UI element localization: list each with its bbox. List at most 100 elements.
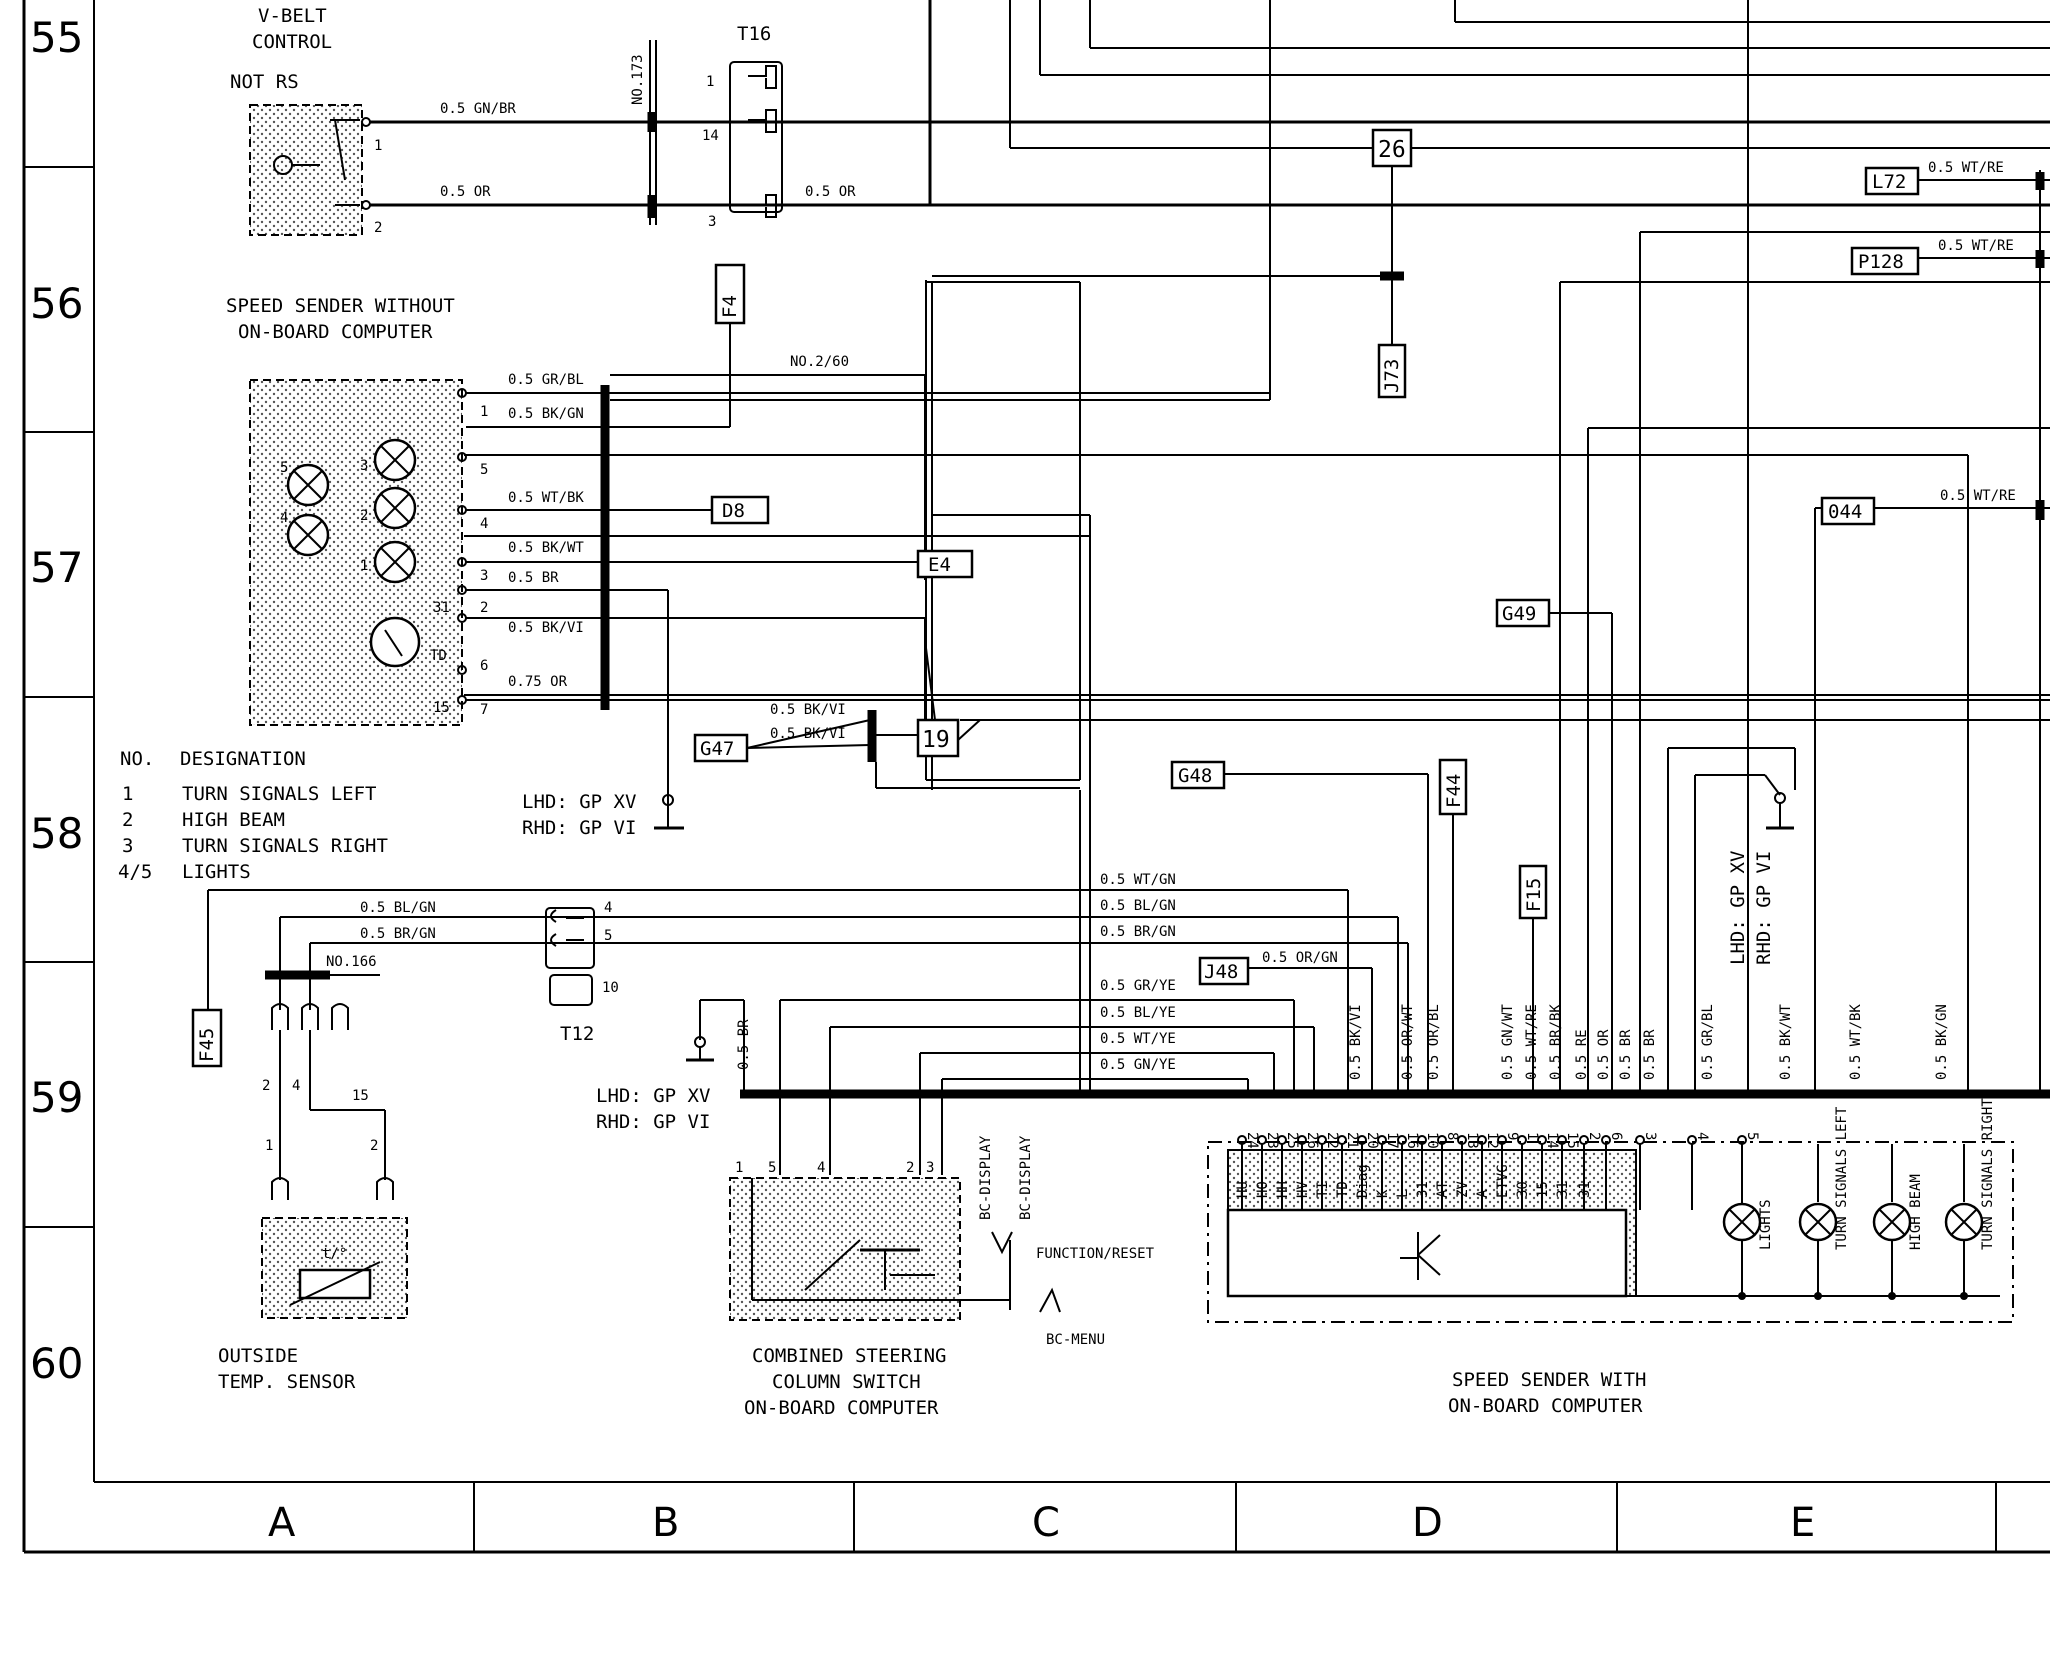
pin-label: HO — [1255, 1181, 1271, 1198]
svg-text:2: 2 — [370, 1138, 378, 1154]
lhd-label-2: LHD: GP XV — [596, 1085, 710, 1107]
speed-sender-without-obc: SPEED SENDER WITHOUT ON-BOARD COMPUTER T… — [226, 295, 488, 726]
svg-text:J73: J73 — [1381, 359, 1403, 393]
vbelt-control: V-BELT CONTROL NOT RS 1 2 — [230, 5, 382, 236]
pin-label: 30 — [1515, 1181, 1531, 1198]
svg-text:L72: L72 — [1872, 171, 1906, 193]
t12-label: T12 — [560, 1023, 594, 1045]
svg-text:G48: G48 — [1178, 765, 1212, 787]
vertical-wire-label: 0.5 OR/WT — [1400, 1004, 1416, 1080]
svg-text:5: 5 — [768, 1160, 776, 1176]
svg-text:4: 4 — [604, 900, 612, 916]
wire-label-wt-re-1: 0.5 WT/RE — [1928, 160, 2004, 176]
vertical-wire-label: 0.5 BR — [1618, 1029, 1634, 1080]
pin-number: 6 — [1608, 1132, 1624, 1140]
wire-label-bk-wt: 0.5 BK/WT — [508, 540, 584, 556]
svg-text:2: 2 — [262, 1078, 270, 1094]
svg-text:4: 4 — [292, 1078, 300, 1094]
svg-text:1: 1 — [735, 1160, 743, 1176]
svg-text:F44: F44 — [1443, 774, 1465, 808]
ssobc-title-1: SPEED SENDER WITH — [1452, 1369, 1646, 1391]
svg-text:1: 1 — [360, 558, 368, 574]
svg-text:3: 3 — [122, 835, 133, 857]
bc-display-label-1: BC-DISPLAY — [978, 1135, 994, 1220]
svg-text:1: 1 — [374, 138, 382, 154]
wire-label-or-gn: 0.5 OR/GN — [1262, 950, 1338, 966]
vertical-wire-label: 0.5 BR — [1642, 1029, 1658, 1080]
svg-text:t/°: t/° — [322, 1246, 347, 1262]
pin-label: HH — [1275, 1181, 1291, 1198]
svg-text:2: 2 — [122, 809, 133, 831]
row-number-56: 56 — [30, 279, 83, 328]
not-rs-label: NOT RS — [230, 71, 299, 93]
lamp-label: LIGHTS — [1758, 1199, 1774, 1250]
wire-label-or-2: 0.5 OR — [805, 184, 856, 200]
pin-label: A — [1475, 1189, 1491, 1198]
legend-row-2: HIGH BEAM — [182, 809, 285, 831]
svg-text:1: 1 — [706, 74, 714, 90]
connector-ref-e4 — [916, 549, 974, 579]
svg-text:10: 10 — [602, 980, 619, 996]
row-number-59: 59 — [30, 1073, 83, 1122]
pin-label: ZV — [1455, 1181, 1471, 1198]
vertical-wire-label: 0.5 OR — [1596, 1029, 1612, 1080]
wire-label-br-gn-r: 0.5 BR/GN — [1100, 924, 1176, 940]
wire-label-bk-vi: 0.5 BK/VI — [508, 620, 584, 636]
svg-text:15: 15 — [352, 1088, 369, 1104]
wire-label-or-075: 0.75 OR — [508, 674, 568, 690]
connector-ref-g48 — [1170, 760, 1226, 790]
vertical-wire-label: 0.5 GR/BL — [1700, 1004, 1716, 1080]
pin-label: K — [1375, 1189, 1391, 1198]
wire-label-bl-gn: 0.5 BL/GN — [360, 900, 436, 916]
svg-text:F4: F4 — [719, 295, 741, 318]
wire-label-or-1: 0.5 OR — [440, 184, 491, 200]
pin-number: 9 — [1504, 1132, 1520, 1140]
temp-sensor-title-1: OUTSIDE — [218, 1345, 298, 1367]
pin-label: HU — [1235, 1181, 1251, 1198]
svg-text:4: 4 — [817, 1160, 825, 1176]
vbelt-title-1: V-BELT — [258, 5, 327, 27]
temp-sensor-title-2: TEMP. SENSOR — [218, 1371, 356, 1393]
steering-title-3: ON-BOARD COMPUTER — [744, 1397, 939, 1419]
connector-ref-d8 — [710, 495, 770, 525]
connector-ref-f44 — [1438, 758, 1468, 816]
connector-ref-f45 — [191, 1008, 223, 1068]
svg-text:15: 15 — [433, 700, 450, 716]
pin-label: TD — [1335, 1181, 1351, 1198]
pin-label: ETVG — [1495, 1164, 1511, 1198]
svg-text:2: 2 — [480, 600, 488, 616]
column-letters: A B C D E — [268, 1500, 1815, 1546]
diagram-frame — [22, 0, 2050, 1554]
vertical-wire-label: 0.5 BK/GN — [1934, 1004, 1950, 1080]
svg-text:2: 2 — [906, 1160, 914, 1176]
legend-row-3: TURN SIGNALS RIGHT — [182, 835, 388, 857]
column-letter-e: E — [1790, 1500, 1815, 1546]
legend-row-1: TURN SIGNALS LEFT — [182, 783, 376, 805]
connector-ref-f15 — [1518, 864, 1548, 920]
pin-number: 15 — [1564, 1132, 1580, 1149]
svg-text:2: 2 — [360, 508, 368, 524]
pin-label: 15 — [1535, 1181, 1551, 1198]
speedometer-icon — [369, 616, 421, 668]
pin-label: L — [1395, 1190, 1411, 1198]
row-numbers: 55 56 57 58 59 60 — [30, 13, 83, 1388]
pin-number: 20 — [1364, 1132, 1380, 1149]
pin-number: 13 — [1464, 1132, 1480, 1149]
pin-label: AT — [1435, 1181, 1451, 1198]
bc-display-label-2: BC-DISPLAY — [1018, 1135, 1034, 1220]
wire-label-gn-br: 0.5 GN/BR — [440, 101, 516, 117]
svg-text:5: 5 — [604, 928, 612, 944]
outside-temp-sensor: 1 2 t/° OUTSIDE TEMP. SENSOR — [218, 1030, 408, 1393]
ssw-title-1: SPEED SENDER WITHOUT — [226, 295, 455, 317]
vertical-wire-label: 0.5 BR/BK — [1548, 1004, 1564, 1080]
wire-label-bl-gn-r: 0.5 BL/GN — [1100, 898, 1176, 914]
column-letter-b: B — [652, 1500, 679, 1546]
svg-text:3: 3 — [926, 1160, 934, 1176]
wire-label-wt-ye: 0.5 WT/YE — [1100, 1031, 1176, 1047]
wire-label-wt-bk: 0.5 WT/BK — [508, 490, 584, 506]
pin-number: 23 — [1264, 1132, 1280, 1149]
vertical-wire-label: 0.5 BK/VI — [1348, 1004, 1364, 1080]
rhd-label-1: RHD: GP VI — [522, 817, 636, 839]
pin-number: 16 — [1404, 1132, 1420, 1149]
